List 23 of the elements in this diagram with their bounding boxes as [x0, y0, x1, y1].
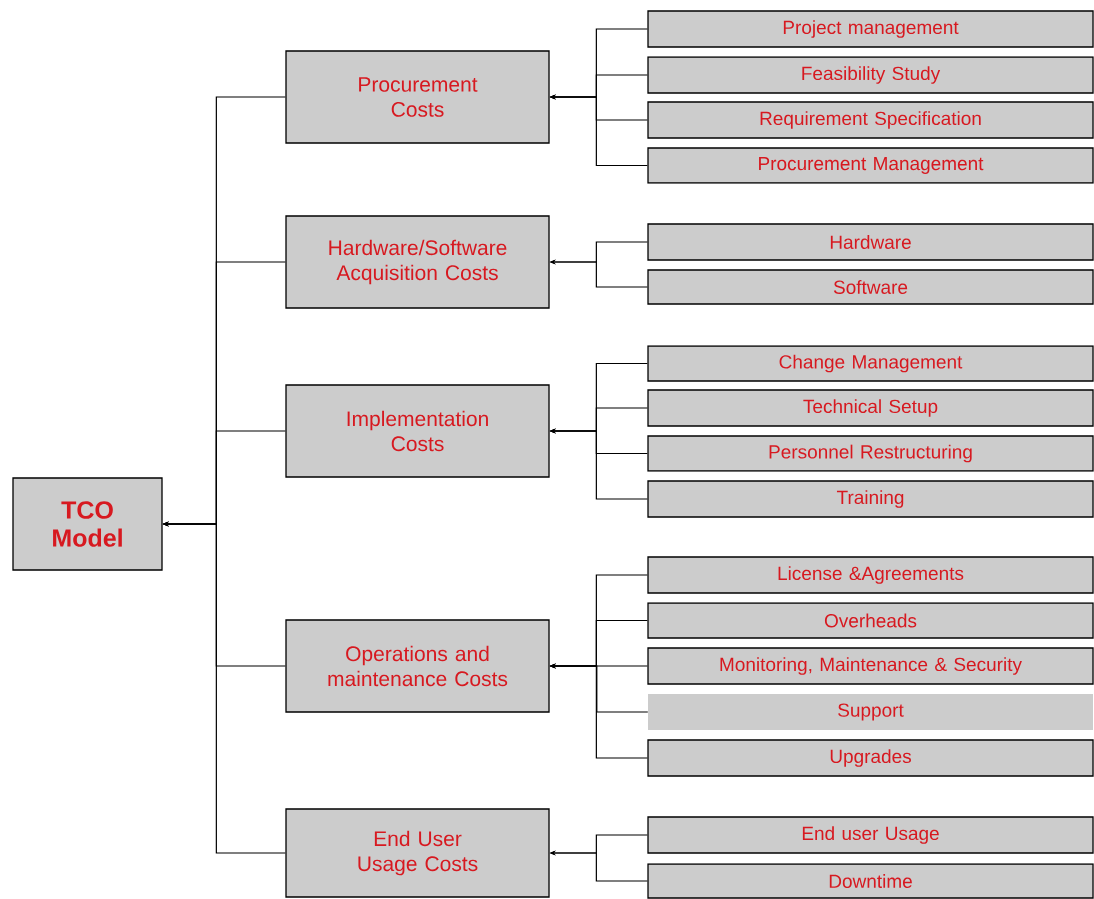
item-box: Monitoring, Maintenance & Security	[647, 647, 1094, 685]
category-box: Procurement Costs	[285, 50, 550, 144]
category-box: Operations and maintenance Costs	[285, 619, 550, 713]
category-box: Hardware/Software Acquisition Costs	[285, 215, 550, 309]
item-box: Training	[647, 480, 1094, 518]
item-box: Overheads	[647, 602, 1094, 639]
item-box: Change Management	[647, 345, 1094, 382]
item-box: Personnel Restructuring	[647, 435, 1094, 472]
category-box: End User Usage Costs	[285, 808, 550, 898]
item-box: Upgrades	[647, 739, 1094, 777]
item-box: Feasibility Study	[647, 56, 1094, 94]
item-box: Requirement Specification	[647, 101, 1094, 139]
item-box: License &Agreements	[647, 556, 1094, 594]
item-box: Hardware	[647, 223, 1094, 261]
item-box: Software	[647, 269, 1094, 305]
item-box: Procurement Management	[647, 147, 1094, 184]
item-box: End user Usage	[647, 816, 1094, 854]
category-box: Implementation Costs	[285, 384, 550, 478]
root-box: TCO Model	[12, 477, 163, 571]
item-box: Project management	[647, 10, 1094, 48]
item-box: Downtime	[647, 863, 1094, 899]
item-box: Support	[648, 694, 1093, 730]
item-box: Technical Setup	[647, 389, 1094, 427]
